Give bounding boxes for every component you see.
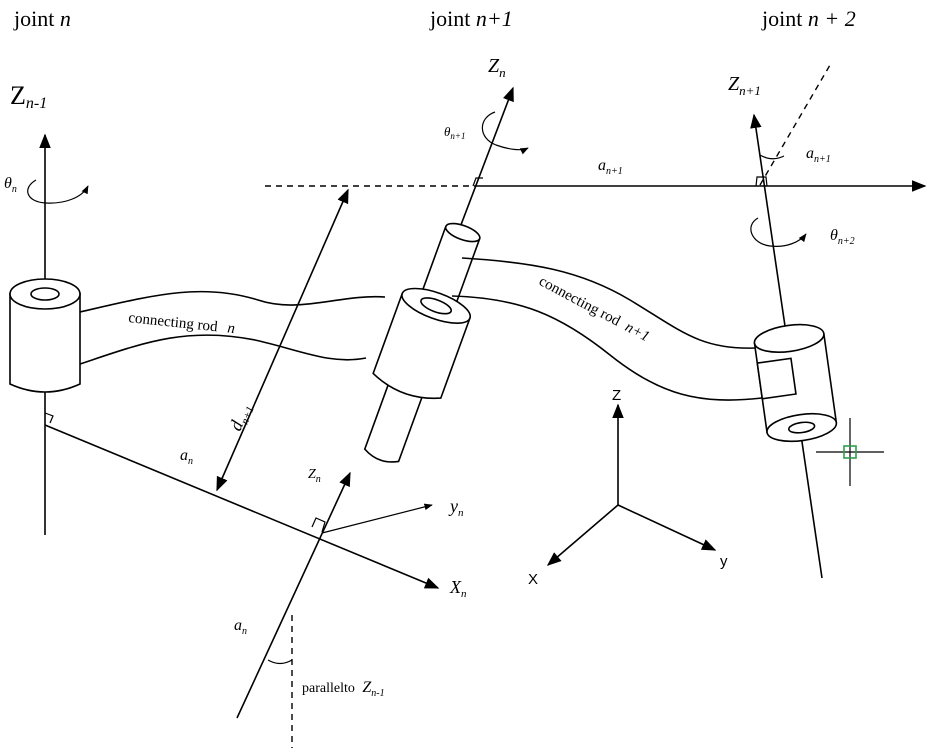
label-z-prev: Zn-1 <box>10 81 47 112</box>
label-theta-n: θn <box>4 175 17 195</box>
header-joint-n1: joint n+1 <box>429 6 513 31</box>
label-world-z: Z <box>612 387 621 404</box>
label-z-n: Zn <box>488 55 506 80</box>
theta-n1-rotation <box>481 111 529 155</box>
label-alpha-n: an <box>234 617 247 637</box>
right-angle-mark <box>311 517 326 533</box>
parallel-dashed-n2 <box>759 64 831 186</box>
label-d-n1: dn+1 <box>225 401 257 435</box>
label-theta-n2: θn+2 <box>830 227 855 247</box>
label-z-n1: Zn+1 <box>728 73 761 98</box>
right-angle-mark <box>755 176 768 187</box>
label-theta-n1: θn+1 <box>444 124 465 141</box>
right-angle-mark <box>472 177 483 187</box>
theta-n-rotation <box>27 179 89 204</box>
z-n-lower-axis <box>236 471 351 719</box>
alpha-n-arc <box>267 659 293 665</box>
label-world-y: y <box>720 553 728 570</box>
world-y-axis <box>617 504 717 551</box>
label-z-n-small: Zn <box>308 467 321 485</box>
y-n-axis <box>321 503 433 534</box>
label-alpha-n1: an+1 <box>806 145 831 165</box>
joint-n2-cylinder <box>753 323 838 443</box>
label-x-n: Xn <box>449 577 467 600</box>
label-y-n: yn <box>448 496 464 519</box>
label-world-x: X <box>528 571 538 588</box>
header-joint-n: joint n <box>13 6 71 31</box>
cad-crosshair-cursor <box>816 418 884 486</box>
header-joint-n2: joint n + 2 <box>761 6 856 31</box>
theta-n2-rotation <box>750 217 807 247</box>
x-n-axis <box>44 424 440 589</box>
connecting-rod-n1 <box>451 257 763 401</box>
right-angle-mark <box>44 412 54 424</box>
alpha-n1-arc <box>759 154 785 160</box>
label-rod-n1: connecting rodn+1 <box>536 273 652 345</box>
world-x-axis <box>546 504 619 566</box>
joint-n1-link <box>363 222 481 463</box>
label-a-n: an <box>180 447 193 467</box>
label-a-n1-top: an+1 <box>598 157 623 177</box>
connecting-rod-n <box>79 290 386 365</box>
label-parallel-note: parallelto Zn-1 <box>302 679 385 699</box>
joint-n-cylinder <box>9 278 81 393</box>
d-n1-arrow <box>216 188 349 492</box>
